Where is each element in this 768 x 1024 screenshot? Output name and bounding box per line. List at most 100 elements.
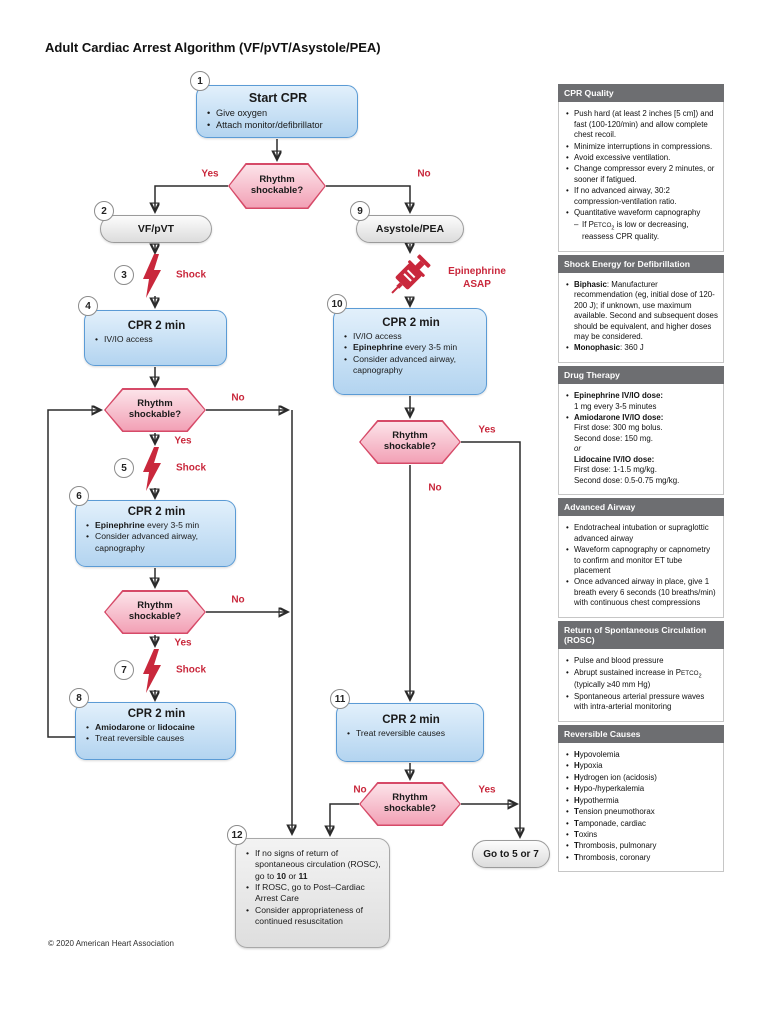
node-bullets: If no signs of return of spontaneous cir…: [246, 848, 381, 927]
list-item: Hypovolemia: [565, 750, 718, 761]
node-vf-pvt: VF/pVT: [100, 215, 212, 243]
text-segment: H: [574, 795, 580, 805]
hexagon-fill: [360, 783, 460, 825]
copyright-notice: © 2020 American Heart Association: [48, 939, 174, 948]
list-item: Pulse and blood pressure: [565, 656, 718, 667]
text-segment: Epinephrine: [353, 342, 403, 353]
panel-items: Endotracheal intubation or supraglottic …: [565, 523, 718, 608]
node-title: Start CPR: [248, 91, 308, 105]
node-bullets: Treat reversible causes: [347, 728, 475, 740]
node-title: CPR 2 min: [382, 317, 440, 329]
panel-items: Epinephrine IV/IO dose:1 mg every 3-5 mi…: [565, 391, 718, 486]
node-cpr-8: CPR 2 min Amiodarone or lidocaineTreat r…: [75, 702, 236, 760]
list-item: Monophasic: 360 J: [565, 343, 718, 354]
hexagon-fill: [360, 421, 460, 463]
text-segment: Give oxygen: [216, 108, 268, 118]
node-cpr-11: CPR 2 min Treat reversible causes: [336, 703, 484, 762]
panel-drug-therapy: Drug Therapy Epinephrine IV/IO dose:1 mg…: [558, 365, 724, 495]
branch-label-no: No: [231, 594, 245, 606]
shock-label-7: Shock: [175, 664, 207, 676]
shock-label-5: Shock: [175, 462, 207, 474]
text-segment: Spontaneous arterial pressure waves with…: [574, 691, 705, 712]
panel-items: Biphasic: Manufacturer recommendation (e…: [565, 280, 718, 354]
list-item: Epinephrine every 3-5 min: [86, 520, 227, 532]
step-circle-11: 11: [330, 689, 350, 709]
decision-label: Rhythm shockable?: [383, 430, 437, 452]
panel-title: Return of Spontaneous Circulation (ROSC): [558, 620, 724, 650]
list-item: Consider advanced airway, capnography: [344, 354, 478, 377]
text-segment: 10: [276, 870, 287, 881]
branch-label-yes: Yes: [478, 784, 496, 796]
syringe-icon: [391, 254, 431, 294]
text-segment: (typically ≥40 mm Hg): [574, 680, 651, 690]
text-segment: If P: [582, 219, 594, 229]
panel-reversible-causes: Reversible Causes HypovolemiaHypoxiaHydr…: [558, 724, 724, 873]
list-item: Hydrogen ion (acidosis): [565, 773, 718, 784]
node-cpr-6: CPR 2 min Epinephrine every 3-5 minConsi…: [75, 500, 236, 567]
decision-label: Rhythm shockable?: [128, 600, 182, 622]
decision-label: Rhythm shockable?: [128, 398, 182, 420]
list-item: Treat reversible causes: [347, 728, 475, 740]
step-circle-12: 12: [227, 825, 247, 845]
list-item: Abrupt sustained increase in PETCO2 (typ…: [565, 668, 718, 691]
text-segment: Biphasic: [574, 279, 607, 289]
text-segment: Abrupt sustained increase in P: [574, 667, 682, 677]
text-segment: ETCO: [681, 669, 699, 677]
text-segment: 1 mg every 3-5 minutes: [574, 401, 657, 411]
hexagon-fill: [229, 164, 325, 208]
list-item: Epinephrine every 3-5 min: [344, 342, 478, 354]
list-item: Toxins: [565, 829, 718, 841]
text-segment: First dose: 1-1.5 mg/kg.: [574, 465, 657, 475]
text-segment: IV/IO access: [353, 331, 402, 341]
decision-label: Rhythm shockable?: [250, 174, 304, 196]
text-segment: Quantitative waveform capnography: [574, 208, 701, 218]
list-item: If PETCO2 is low or decreasing, reassess…: [573, 220, 718, 243]
list-item: Push hard (at least 2 inches [5 cm]) and…: [565, 109, 718, 140]
text-segment: T: [574, 818, 579, 828]
node-bullets: IV/IO accessEpinephrine every 3-5 minCon…: [344, 331, 478, 376]
decision-rhythm-shockable-1: Rhythm shockable?: [228, 163, 326, 209]
list-item: Thrombosis, coronary: [565, 853, 718, 864]
shock-bolt-icon: [143, 254, 161, 298]
shock-bolt-icon: [143, 447, 161, 491]
list-item: Minimize interruptions in compressions.: [565, 141, 718, 153]
branch-label-no: No: [417, 168, 431, 180]
decision-rhythm-shockable-4: Rhythm shockable?: [359, 420, 461, 464]
text-segment: If no advanced airway, 30:2 compression-…: [574, 186, 677, 206]
node-title: CPR 2 min: [127, 506, 186, 518]
text-segment: Consider advanced airway, capnography: [95, 531, 199, 553]
list-item: Hypothermia: [565, 795, 718, 807]
branch-label-no: No: [353, 784, 367, 796]
panel-title: CPR Quality: [558, 84, 724, 103]
text-segment: Waveform capnography or capnometry to co…: [574, 545, 711, 575]
node-title: CPR 2 min: [382, 714, 440, 726]
node-title: CPR 2 min: [127, 320, 186, 332]
panel-items: Push hard (at least 2 inches [5 cm]) and…: [565, 109, 718, 242]
text-segment: lidocaine: [157, 722, 195, 732]
text-segment: Endotracheal intubation or supraglottic …: [574, 523, 709, 543]
node-rosc-assessment: If no signs of return of spontaneous cir…: [235, 838, 390, 948]
node-cpr-4: CPR 2 min IV/IO access: [84, 310, 227, 366]
list-item: Tamponade, cardiac: [565, 818, 718, 830]
text-segment: oxins: [578, 829, 598, 839]
panel-rosc: Return of Spontaneous Circulation (ROSC)…: [558, 620, 724, 722]
step-circle-9: 9: [350, 201, 370, 221]
panel-shock-energy: Shock Energy for Defibrillation Biphasic…: [558, 254, 724, 363]
text-segment: Epinephrine IV/IO dose:: [574, 391, 664, 401]
panel-title: Drug Therapy: [558, 365, 724, 385]
list-item: Amiodarone IV/IO dose:First dose: 300 mg…: [565, 413, 718, 486]
page-title: Adult Cardiac Arrest Algorithm (VF/pVT/A…: [45, 40, 381, 55]
list-item: Epinephrine IV/IO dose:1 mg every 3-5 mi…: [565, 391, 718, 412]
text-segment: Minimize interruptions in compressions.: [574, 141, 713, 151]
text-segment: : 360 J: [620, 343, 644, 353]
node-bullets: Give oxygenAttach monitor/defibrillator: [207, 107, 349, 131]
branch-label-no: No: [428, 482, 442, 494]
step-circle-1: 1: [190, 71, 210, 91]
node-bullets: IV/IO access: [95, 334, 218, 346]
step-circle-4: 4: [78, 296, 98, 316]
text-segment: ypoxia: [579, 761, 603, 771]
list-item: Waveform capnography or capnometry to co…: [565, 545, 718, 576]
shock-bolt-icon: [143, 649, 161, 693]
epinephrine-asap-label: Epinephrine ASAP: [448, 266, 506, 290]
